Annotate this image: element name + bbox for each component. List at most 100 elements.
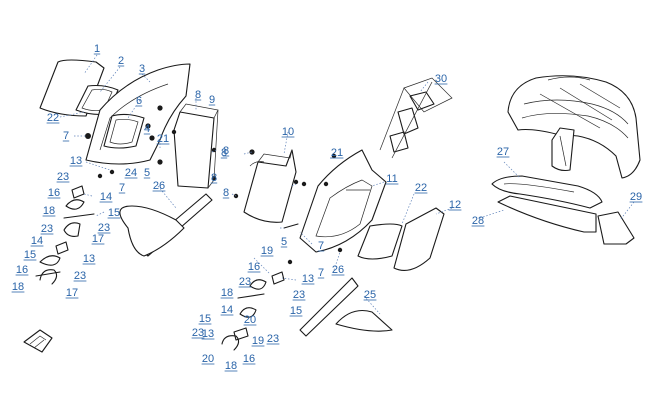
callout-label: 5 [144, 167, 150, 179]
callout-26: 26 [152, 180, 166, 192]
callout-23: 23 [40, 223, 54, 235]
callout-12: 12 [448, 199, 462, 211]
callout-label: 26 [332, 264, 344, 276]
callout-6: 6 [135, 95, 143, 107]
callout-29: 29 [629, 191, 643, 203]
callout-label: 23 [192, 327, 204, 339]
callout-13: 13 [301, 273, 315, 285]
callout-label: 15 [199, 313, 211, 325]
callout-label: 22 [47, 112, 59, 124]
callout-label: 5 [281, 236, 287, 248]
part-12-decal-panel [393, 207, 445, 271]
callout-label: 9 [209, 94, 215, 106]
callout-25: 25 [363, 289, 377, 301]
callout-label: 2 [118, 55, 124, 67]
callout-label: 17 [92, 233, 104, 245]
callout-23: 23 [292, 289, 306, 301]
callout-8: 8 [194, 89, 202, 101]
callout-label: 23 [57, 171, 69, 183]
callout-24: 24 [124, 167, 138, 179]
clip-icon [221, 335, 240, 351]
bolt-icon [157, 159, 163, 165]
parts-logo-icon [23, 329, 53, 353]
bolt-icon [145, 123, 151, 129]
callout-20: 20 [201, 353, 215, 365]
callout-label: 29 [630, 191, 642, 203]
callout-14: 14 [30, 235, 44, 247]
callout-16: 16 [15, 264, 29, 276]
callout-label: 23 [267, 333, 279, 345]
callout-5: 5 [143, 167, 151, 179]
clip-icon [39, 269, 58, 285]
callout-13: 13 [82, 253, 96, 265]
part-28-lower-panel [497, 195, 597, 233]
part-3-side-cover [85, 63, 191, 165]
callout-13: 13 [69, 155, 83, 167]
grommet-icon [63, 222, 81, 237]
screw-icon [283, 223, 299, 229]
callout-19: 19 [251, 335, 265, 347]
callout-label: 14 [221, 304, 233, 316]
callout-9: 9 [208, 94, 216, 106]
callout-13: 13 [201, 328, 215, 340]
part-25-lower-cover [335, 309, 393, 332]
callout-10: 10 [281, 126, 295, 138]
clip-icon [71, 185, 85, 199]
callout-8: 8 [220, 147, 228, 159]
callout-11: 11 [385, 173, 399, 185]
callout-label: 10 [282, 126, 294, 138]
callout-label: 19 [261, 245, 273, 257]
callout-label: 16 [243, 353, 255, 365]
callout-label: 25 [364, 289, 376, 301]
callout-16: 16 [247, 261, 261, 273]
bolt-icon [211, 175, 217, 181]
bolt-icon [85, 133, 91, 139]
bolt-icon [249, 149, 255, 155]
callout-7: 7 [118, 182, 126, 194]
callout-8: 8 [222, 145, 230, 157]
bolt-icon [211, 147, 217, 153]
callout-label: 7 [63, 130, 69, 142]
callout-1: 1 [93, 43, 101, 55]
part-22-decal-right [357, 223, 403, 260]
callout-label: 23 [239, 276, 251, 288]
callout-label: 30 [435, 73, 447, 85]
gasket-icon [389, 131, 409, 153]
callout-7: 7 [317, 240, 325, 252]
callout-label: 23 [293, 289, 305, 301]
callout-23: 23 [73, 270, 87, 282]
callout-label: 1 [94, 43, 100, 55]
callout-label: 13 [302, 273, 314, 285]
callout-16: 16 [242, 353, 256, 365]
callout-8: 8 [222, 187, 230, 199]
callout-label: 7 [119, 182, 125, 194]
callout-label: 20 [244, 314, 256, 326]
callout-14: 14 [220, 304, 234, 316]
callout-18: 18 [220, 287, 234, 299]
callout-23: 23 [266, 333, 280, 345]
callout-label: 8 [211, 172, 217, 184]
callout-15: 15 [289, 305, 303, 317]
grommet-icon [249, 279, 267, 290]
screw-icon [237, 293, 265, 299]
screw-icon [63, 213, 95, 219]
callout-label: 8 [223, 187, 229, 199]
callout-label: 16 [48, 187, 60, 199]
callout-label: 16 [16, 264, 28, 276]
callout-label: 3 [139, 63, 145, 75]
callout-18: 18 [42, 205, 56, 217]
filler-neck-icon [397, 107, 419, 135]
callout-17: 17 [65, 287, 79, 299]
part-24-lower-cover [119, 205, 185, 257]
callout-label: 23 [98, 222, 110, 234]
callout-label: 8 [223, 145, 229, 157]
callout-label: 21 [331, 147, 343, 159]
callout-label: 13 [202, 328, 214, 340]
callout-label: 18 [12, 281, 24, 293]
bolt-icon [323, 181, 329, 187]
leader-lines [59, 54, 635, 315]
part-26-trim-strip-right [299, 277, 359, 337]
callout-2: 2 [117, 55, 125, 67]
